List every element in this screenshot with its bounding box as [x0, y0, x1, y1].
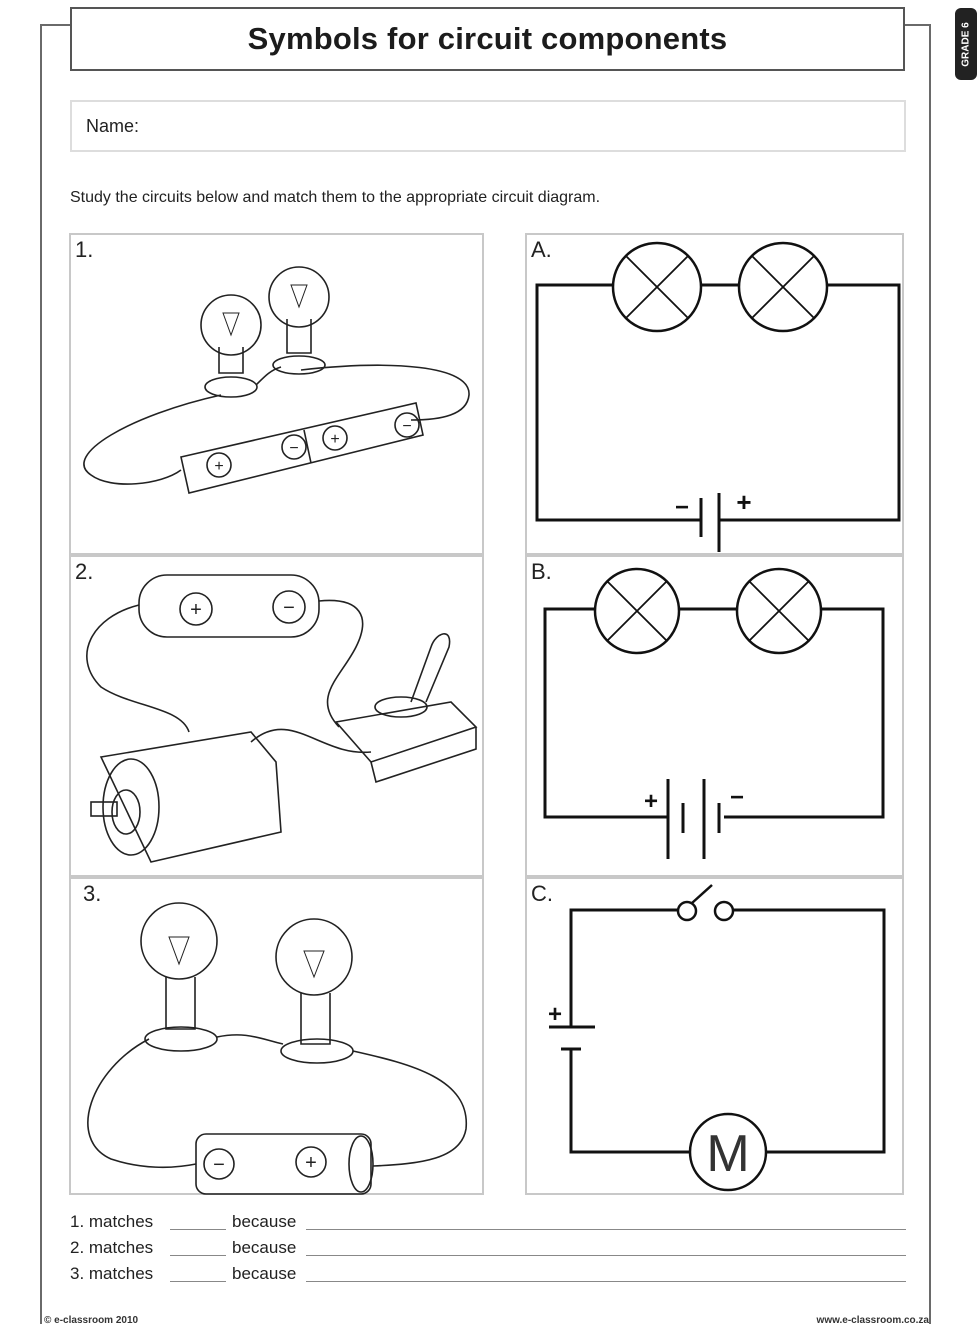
plus-sign: +	[736, 487, 751, 517]
answer-number: 1. matches	[70, 1212, 154, 1231]
minus-sign: −	[675, 494, 689, 521]
motor-symbol: M	[706, 1125, 749, 1183]
diagram-panel-b: + − B.	[525, 555, 904, 877]
reason-blank[interactable]	[306, 1255, 906, 1256]
plus-sign: +	[644, 788, 658, 815]
reason-blank[interactable]	[306, 1229, 906, 1230]
answers-section: 1. matches because 2. matches because 3.…	[70, 1210, 906, 1288]
svg-text:+: +	[190, 599, 202, 621]
website-link[interactable]: www.e-classroom.co.za	[816, 1315, 929, 1326]
page-title: Symbols for circuit components	[247, 21, 728, 56]
grade-label: GRADE 6	[960, 21, 972, 67]
match-blank[interactable]	[170, 1255, 226, 1256]
copyright-text: © e-classroom 2010	[44, 1315, 139, 1326]
circuit-diagram-a: − +	[535, 241, 901, 552]
svg-text:−: −	[289, 440, 298, 457]
picture-panel-1: + − + − 1.	[69, 233, 484, 555]
instructions: Study the circuits below and match them …	[70, 189, 601, 206]
diagram-panel-a: − + A.	[525, 233, 904, 555]
answer-row: 3. matches because	[70, 1262, 906, 1288]
minus-sign: −	[730, 784, 744, 811]
plus-sign: +	[548, 1001, 562, 1028]
bulbs-two-cells-illustration: + − + −	[83, 266, 470, 494]
diagram-label: C.	[531, 881, 553, 906]
svg-text:−: −	[283, 597, 295, 619]
because-label: because	[232, 1238, 297, 1257]
svg-text:−: −	[402, 418, 411, 435]
answer-number: 2. matches	[70, 1238, 154, 1257]
picture-panel-3: − + 3.	[69, 877, 484, 1195]
name-label: Name:	[86, 115, 140, 136]
svg-text:−: −	[213, 1154, 225, 1176]
circuit-diagram-b: + −	[543, 567, 885, 859]
diagram-panel-c: M + C.	[525, 877, 904, 1195]
picture-label: 2.	[75, 559, 94, 584]
answer-row: 1. matches because	[70, 1210, 906, 1236]
name-field[interactable]: Name:	[70, 100, 906, 152]
diagram-label: A.	[531, 237, 552, 262]
picture-panel-2: + − 2.	[69, 555, 484, 877]
svg-text:+: +	[330, 431, 339, 448]
because-label: because	[232, 1264, 297, 1283]
answer-row: 2. matches because	[70, 1236, 906, 1262]
svg-text:+: +	[305, 1152, 317, 1174]
answer-number: 3. matches	[70, 1264, 154, 1283]
svg-text:+: +	[214, 458, 223, 475]
bulbs-one-cell-illustration: − +	[87, 902, 467, 1195]
title-box: Symbols for circuit components	[70, 7, 905, 71]
because-label: because	[232, 1212, 297, 1231]
motor-switch-cell-illustration: + −	[86, 574, 478, 863]
picture-label: 3.	[83, 881, 102, 906]
picture-label: 1.	[75, 237, 94, 262]
circuit-diagram-c: M +	[548, 884, 886, 1192]
match-blank[interactable]	[170, 1229, 226, 1230]
diagram-label: B.	[531, 559, 552, 584]
match-blank[interactable]	[170, 1281, 226, 1282]
reason-blank[interactable]	[306, 1281, 906, 1282]
grade-tab: GRADE 6	[955, 8, 977, 80]
